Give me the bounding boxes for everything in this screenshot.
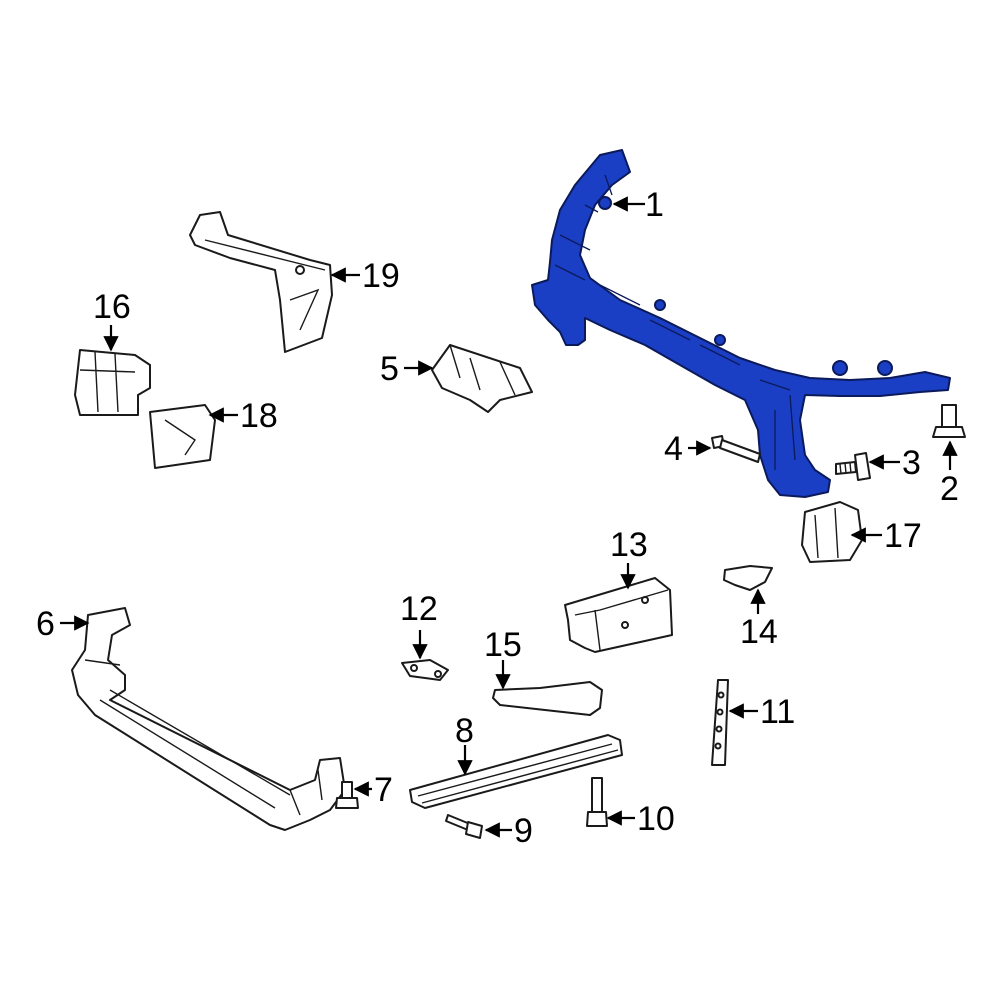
callout-19: 19: [330, 257, 400, 295]
callout-18: 18: [208, 397, 278, 435]
part-15-seal[interactable]: [492, 681, 603, 716]
svg-text:2: 2: [940, 470, 959, 508]
callout-11: 11: [728, 693, 795, 731]
svg-text:17: 17: [884, 517, 922, 555]
svg-text:13: 13: [610, 526, 648, 564]
svg-text:4: 4: [664, 430, 683, 468]
svg-text:7: 7: [374, 771, 393, 809]
part-14-clip[interactable]: [723, 565, 773, 591]
svg-text:19: 19: [362, 257, 400, 295]
svg-text:10: 10: [637, 800, 675, 838]
callout-1: 1: [612, 186, 664, 224]
svg-text:9: 9: [514, 812, 533, 850]
svg-text:5: 5: [380, 350, 399, 388]
callout-16: 16: [93, 288, 131, 352]
callout-3: 3: [868, 444, 921, 482]
part-6-lower-crossmember[interactable]: [71, 607, 346, 831]
svg-text:1: 1: [645, 186, 664, 224]
svg-text:6: 6: [36, 605, 55, 643]
part-5-bracket[interactable]: [431, 344, 533, 413]
callout-10: 10: [606, 800, 675, 838]
part-2-bolt[interactable]: [932, 404, 966, 438]
svg-text:16: 16: [93, 288, 131, 326]
callout-17: 17: [850, 517, 922, 555]
svg-text:8: 8: [455, 712, 474, 750]
callout-4: 4: [664, 430, 712, 468]
part-1-radiator-support[interactable]: [531, 149, 951, 498]
part-9-bolt[interactable]: [445, 814, 483, 839]
callout-12: 12: [400, 590, 438, 660]
callout-14: 14: [740, 588, 778, 651]
part-4-bolt[interactable]: [711, 435, 761, 463]
svg-text:15: 15: [484, 626, 522, 664]
part-10-bolt[interactable]: [586, 777, 608, 827]
callout-13: 13: [610, 526, 648, 590]
callout-6: 6: [36, 605, 90, 643]
callout-5: 5: [380, 350, 434, 388]
part-17-bracket[interactable]: [801, 501, 863, 563]
part-16-duct[interactable]: [74, 349, 151, 416]
part-7-bolt[interactable]: [335, 781, 359, 809]
callout-9: 9: [484, 812, 533, 850]
part-13-bracket[interactable]: [564, 577, 673, 653]
callout-8: 8: [455, 712, 474, 776]
part-3-screw[interactable]: [835, 452, 871, 481]
part-8-rail[interactable]: [409, 734, 623, 809]
part-12-clip[interactable]: [401, 659, 449, 681]
svg-text:12: 12: [400, 590, 438, 628]
callout-2: 2: [940, 440, 959, 508]
svg-text:18: 18: [240, 397, 278, 435]
part-19-bracket[interactable]: [189, 211, 333, 353]
callout-15: 15: [484, 626, 522, 690]
svg-text:3: 3: [902, 444, 921, 482]
svg-text:14: 14: [740, 613, 778, 651]
part-18-bracket[interactable]: [149, 404, 216, 469]
callout-7: 7: [353, 771, 393, 809]
part-11-strip[interactable]: [711, 679, 729, 766]
svg-text:11: 11: [760, 693, 795, 731]
